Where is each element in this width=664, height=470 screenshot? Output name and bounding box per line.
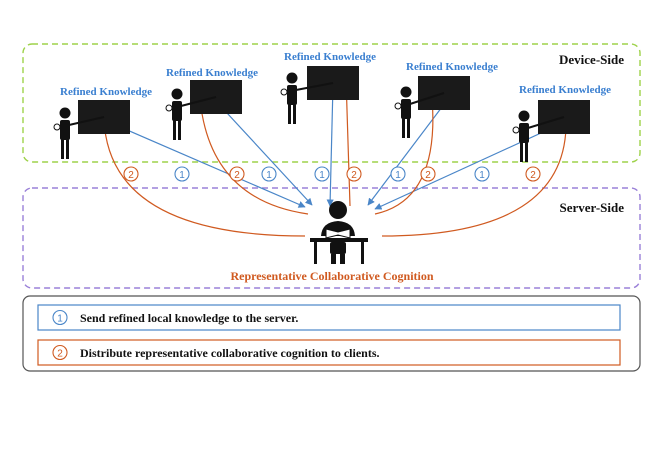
legend-upload-row: 1 Send refined local knowledge to the se…: [37, 304, 621, 331]
step-number: 2: [425, 170, 431, 181]
step-number: 1: [479, 170, 485, 181]
device-1: Refined Knowledge: [53, 86, 152, 159]
device-4: Refined Knowledge: [394, 61, 498, 138]
upload-step-badge: 1: [314, 166, 330, 182]
arrows-layer: 2 1 2 1 1 2 1 2 1 2: [100, 77, 570, 237]
step-number: 2: [351, 170, 357, 181]
device-side-region: [22, 43, 641, 163]
legend-distribute-step-icon: [52, 344, 68, 361]
distribute-step-badge: 2: [420, 166, 436, 182]
upload-arrow: [367, 102, 446, 206]
device-label: Refined Knowledge: [166, 67, 258, 79]
distribute-step-badge: 2: [123, 166, 139, 182]
legend-upload-step-icon: [52, 309, 68, 326]
device-side-label: Device-Side: [559, 52, 624, 67]
distribute-step-badge: 2: [525, 166, 541, 182]
device-5: Refined Knowledge: [512, 84, 611, 162]
server-side-region: [22, 187, 641, 289]
step-number: 1: [395, 170, 401, 181]
step-number: 1: [179, 170, 185, 181]
upload-step-badge: 1: [174, 166, 190, 182]
device-label: Refined Knowledge: [519, 84, 611, 96]
legend-upload-frame: [37, 304, 621, 331]
legend-upload-text: Send refined local knowledge to the serv…: [80, 311, 298, 325]
teacher-icon: [512, 110, 565, 162]
device-2: Refined Knowledge: [165, 67, 258, 140]
device-3: Refined Knowledge: [280, 51, 376, 124]
step-number: 1: [266, 170, 272, 181]
teacher-icon: [280, 72, 334, 124]
upload-arrow: [374, 121, 566, 210]
distribute-arrow: [100, 119, 306, 237]
server-reader-icon: [310, 201, 368, 264]
teacher-icon: [394, 86, 445, 138]
upload-step-badge: 1: [261, 166, 277, 182]
teacher-icon: [165, 88, 217, 140]
step-number: 1: [319, 170, 325, 181]
legend-distribute-text: Distribute representative collaborative …: [80, 346, 380, 360]
legend-distribute-step-num: 2: [57, 349, 63, 360]
upload-arrow: [103, 119, 306, 208]
distribute-arrow: [381, 117, 570, 237]
device-label: Refined Knowledge: [284, 51, 376, 63]
upload-step-badge: 1: [390, 166, 406, 182]
teacher-icon: [53, 107, 105, 159]
legend-upload-step-num: 1: [57, 314, 63, 325]
upload-arrow: [214, 99, 313, 206]
upload-step-badge: 1: [474, 166, 490, 182]
step-number: 2: [530, 170, 536, 181]
distribute-step-badge: 2: [346, 166, 362, 182]
device-label: Refined Knowledge: [60, 86, 152, 98]
distribute-arrow: [197, 98, 309, 215]
legend-distribute-frame: [37, 339, 621, 366]
legend-distribute-row: 2 Distribute representative collaborativ…: [37, 339, 621, 366]
upload-arrow: [326, 84, 334, 207]
step-number: 2: [128, 170, 134, 181]
distribute-step-badge: 2: [229, 166, 245, 182]
server-caption: Representative Collaborative Cognition: [230, 269, 433, 283]
server-side-label: Server-Side: [560, 200, 625, 215]
device-label: Refined Knowledge: [406, 61, 498, 73]
step-number: 2: [234, 170, 240, 181]
